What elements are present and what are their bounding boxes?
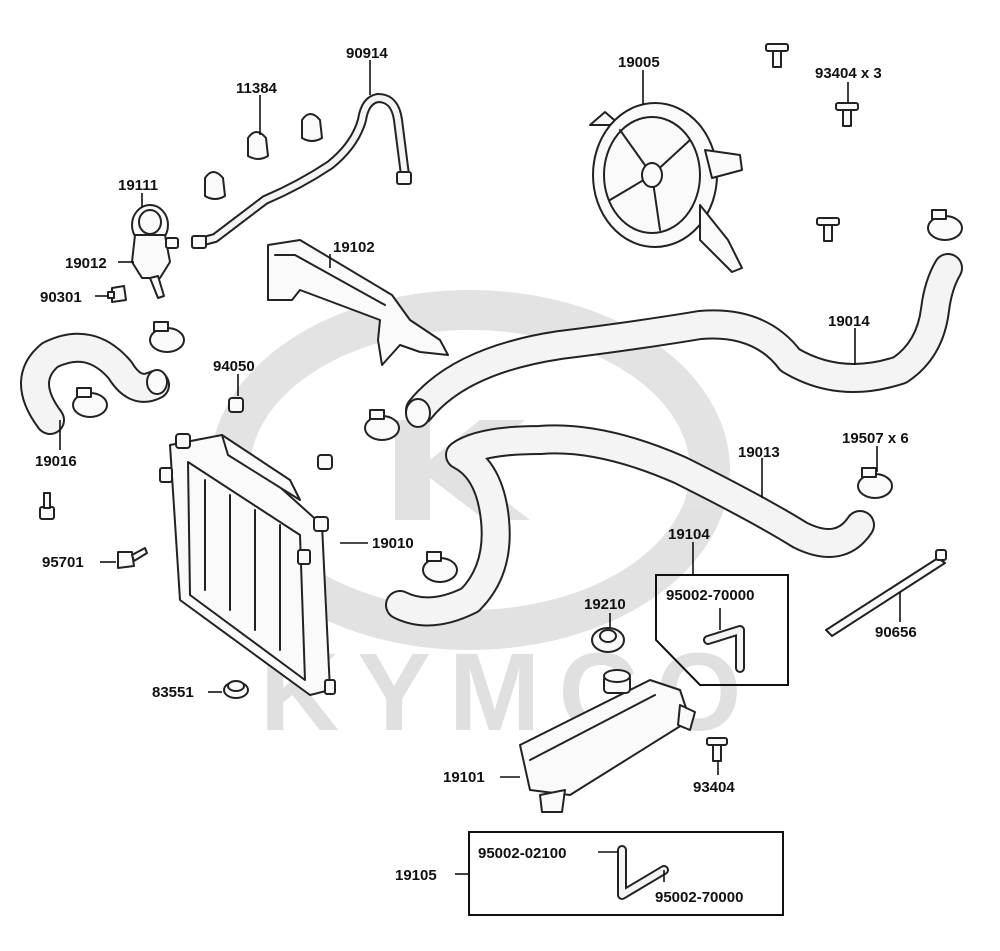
part-93404-screws <box>765 43 859 242</box>
clamp <box>72 387 108 418</box>
label-19014: 19014 <box>828 313 870 330</box>
label-95002-70000-kit-19104: 95002-70000 <box>666 587 754 604</box>
part-19507-hose-clamps <box>72 209 963 583</box>
label-95701: 95701 <box>42 554 84 571</box>
part-90301-bolt <box>107 285 127 303</box>
label-11384: 11384 <box>236 80 278 97</box>
label-95002-70000-kit-19105: 95002-70000 <box>655 889 743 906</box>
clamp <box>422 551 458 583</box>
label-90656: 90656 <box>875 624 917 641</box>
part-19102-bracket <box>267 239 449 366</box>
part-90656-cable-tie <box>825 549 947 637</box>
kit-19104-box <box>655 574 789 686</box>
part-83551-grommet <box>223 680 249 699</box>
label-90914: 90914 <box>346 45 388 62</box>
label-19013: 19013 <box>738 444 780 461</box>
label-93404: 93404 <box>693 779 735 796</box>
label-19210: 19210 <box>584 596 626 613</box>
label-19016: 19016 <box>35 453 77 470</box>
part-19013-lower-hose <box>385 424 875 627</box>
label-19101: 19101 <box>443 769 485 786</box>
leader-lines <box>59 60 901 882</box>
part-95701-bolts <box>39 492 148 569</box>
label-19010: 19010 <box>372 535 414 552</box>
clamp <box>364 409 400 441</box>
label-90301: 90301 <box>40 289 82 306</box>
clamp <box>857 467 893 499</box>
part-labels: 90914 11384 19005 93404 x 3 19111 19012 … <box>35 45 917 906</box>
label-19507-x6: 19507 x 6 <box>842 430 909 447</box>
part-11384-hose-clips <box>204 113 323 200</box>
label-93404-x3: 93404 x 3 <box>815 65 882 82</box>
part-19210-reservoir-cap <box>591 627 625 653</box>
part-93404-screw <box>706 737 728 762</box>
part-90914-bypass-hose <box>191 93 412 249</box>
part-19016-hose <box>20 332 170 435</box>
label-19105: 19105 <box>395 867 437 884</box>
clamp <box>149 321 185 353</box>
part-19101-reservoir-tank <box>519 669 696 813</box>
label-19104: 19104 <box>668 526 710 543</box>
label-83551: 83551 <box>152 684 194 701</box>
clamp <box>927 209 963 241</box>
part-94050-nut <box>228 397 333 470</box>
label-19102: 19102 <box>333 239 375 256</box>
label-19111: 19111 <box>118 177 158 194</box>
label-94050: 94050 <box>213 358 255 375</box>
label-95002-02100: 95002-02100 <box>478 845 566 862</box>
label-19005: 19005 <box>618 54 660 71</box>
part-19005-cooling-fan <box>589 102 743 273</box>
part-19012-thermostat-housing <box>131 234 179 299</box>
part-19014-upper-hose <box>405 253 963 428</box>
label-19012: 19012 <box>65 255 107 272</box>
part-19010-radiator <box>159 433 336 696</box>
